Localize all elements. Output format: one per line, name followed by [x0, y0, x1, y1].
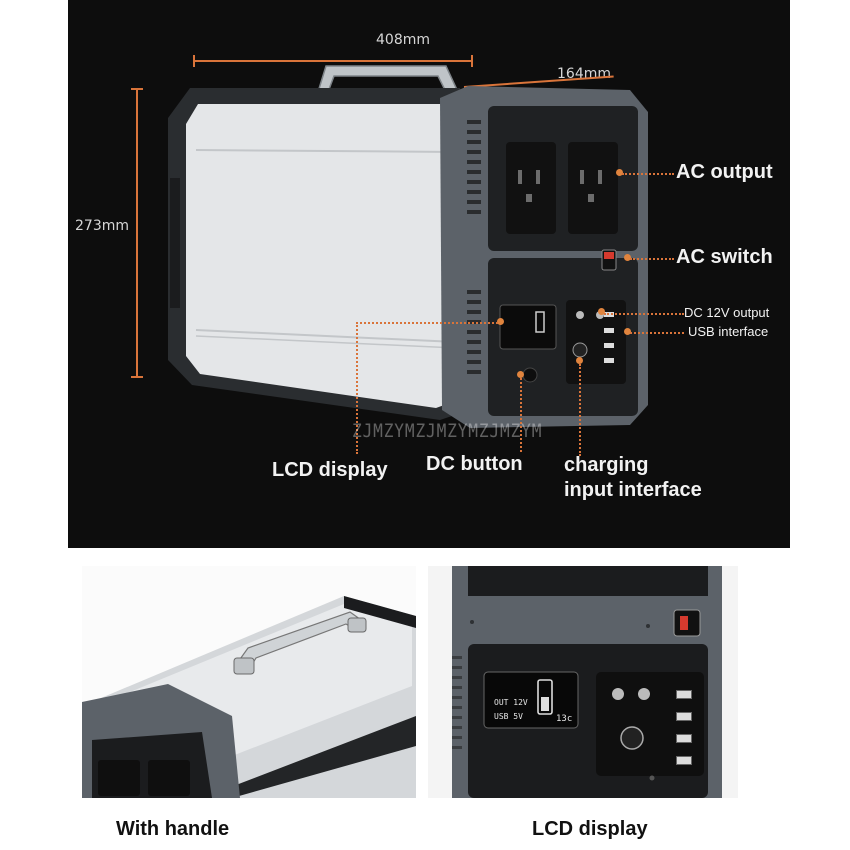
charging-callout-line2: input interface: [564, 479, 702, 501]
dc-button-callout: DC button: [426, 453, 523, 475]
handle-detail-image: [82, 596, 416, 798]
watermark: ZJMZYMZJMZYMZJMZYM: [352, 420, 543, 442]
power-station-image: [168, 65, 648, 428]
height-dimension-line: [136, 88, 138, 378]
ac-socket-2: [568, 142, 618, 234]
usb-port-3: [676, 734, 692, 743]
charging-marker: [576, 357, 583, 364]
lcd-marker: [497, 318, 504, 325]
ac-switch-marker: [624, 254, 631, 261]
lcd-detail-screen: [483, 671, 579, 729]
dc-button: [522, 367, 538, 383]
usb-port-1: [676, 690, 692, 699]
lcd-usb-readout: USB 5V: [494, 712, 523, 721]
lcd-display-callout: LCD display: [272, 459, 388, 481]
usb-port-4: [676, 756, 692, 765]
usb-port-2: [676, 712, 692, 721]
width-dimension-label: 408mm: [376, 32, 430, 48]
ac-socket-1: [506, 142, 556, 234]
with-handle-caption: With handle: [116, 818, 230, 840]
ac-output-label: AC output: [676, 161, 773, 183]
dc-output-label: DC 12V output: [684, 305, 770, 320]
height-dimension-label: 273mm: [75, 218, 129, 234]
charging-callout-line1: charging: [564, 454, 649, 476]
usb-interface-label: USB interface: [688, 324, 769, 339]
lcd-screen: [499, 304, 557, 350]
lcd-detail-photo: OUT 12V USB 5V 13c: [428, 566, 738, 798]
dc-button-marker: [517, 371, 524, 378]
handle-detail-photo: [82, 566, 416, 798]
width-dimension-line: [193, 60, 473, 62]
lcd-temperature-readout: 13c: [556, 714, 573, 724]
ac-switch-label: AC switch: [676, 246, 773, 268]
lcd-display-caption: LCD display: [532, 818, 648, 840]
lcd-out-readout: OUT 12V: [494, 698, 528, 707]
dc-output-marker: [598, 308, 605, 315]
ac-output-marker: [616, 169, 623, 176]
usb-interface-marker: [624, 328, 631, 335]
